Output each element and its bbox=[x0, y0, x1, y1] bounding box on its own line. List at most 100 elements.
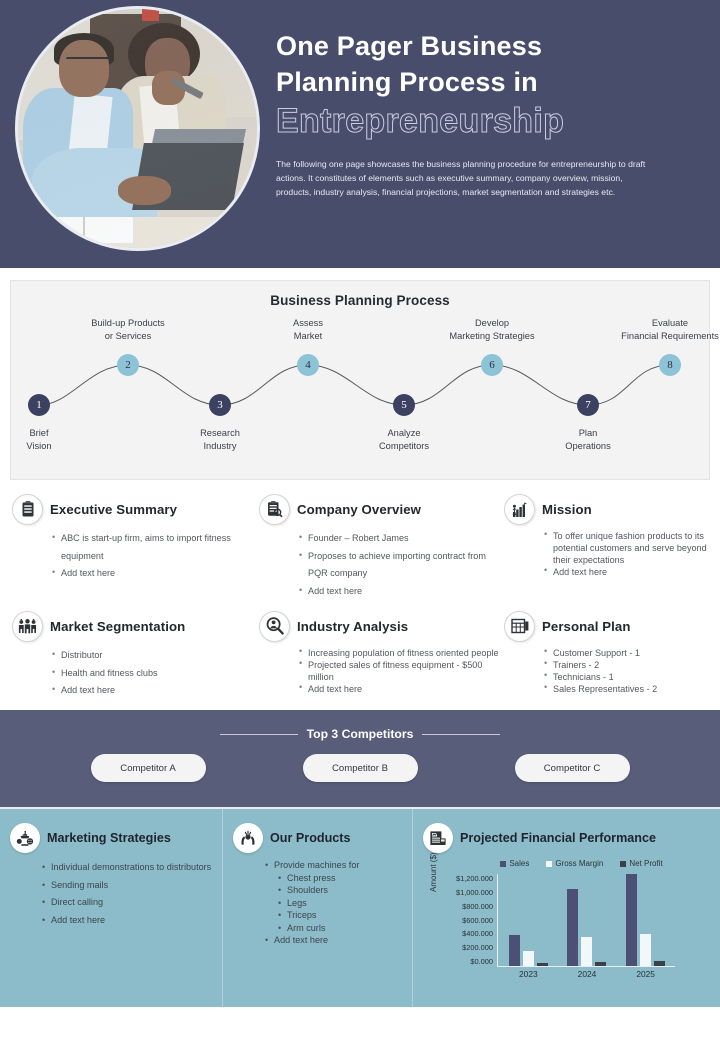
chart-legend: Sales Gross Margin Net Profit bbox=[423, 859, 712, 868]
card-title: Market Segmentation bbox=[50, 618, 186, 634]
page-title-line1: One Pager Business bbox=[276, 31, 543, 61]
legend-label: Gross Margin bbox=[555, 859, 604, 869]
header-description: The following one page showcases the bus… bbox=[276, 158, 646, 197]
legend-label: Net Profit bbox=[629, 859, 663, 869]
list-item: Technicians - 1 bbox=[544, 670, 720, 683]
list-item: ABC is start-up firm, aims to import fit… bbox=[52, 529, 259, 565]
process-node-4[interactable]: 4 bbox=[297, 354, 319, 376]
page-title-line2: Planning Process in bbox=[276, 67, 538, 98]
panel-title: Our Products bbox=[270, 831, 351, 846]
list-item: Provide machines for bbox=[265, 859, 404, 872]
y-tick-label: $0.000 bbox=[470, 957, 493, 966]
hands-care-icon bbox=[233, 823, 263, 854]
card-market-segmentation: Market Segmentation Distributor Health a… bbox=[12, 605, 259, 700]
bar-sales-2025 bbox=[626, 874, 638, 967]
strategy-chess-icon bbox=[10, 823, 40, 854]
process-node-7[interactable]: 7 bbox=[577, 394, 599, 416]
list-item: Increasing population of fitness oriente… bbox=[299, 646, 504, 659]
list-item: Chest press bbox=[278, 872, 404, 885]
bottom-section: Marketing Strategies Individual demonstr… bbox=[0, 807, 720, 1009]
list-item: Individual demonstrations to distributor… bbox=[42, 859, 214, 877]
legend-item-gross-margin: Gross Margin bbox=[546, 859, 603, 868]
list-item: Health and fitness clubs bbox=[52, 664, 259, 683]
chart-plot: Amount ($) $1,200.000$1,000.000$800.000$… bbox=[423, 852, 712, 982]
card-mission: Mission To offer unique fashion products… bbox=[504, 488, 720, 601]
panel-title: Marketing Strategies bbox=[47, 831, 171, 846]
list-item: Sending mails bbox=[42, 877, 214, 895]
business-meeting-photo bbox=[15, 6, 260, 251]
panel-bullets: Provide machines for Chest press Shoulde… bbox=[265, 859, 404, 947]
bar-sales-2023 bbox=[508, 935, 520, 967]
people-group-icon bbox=[12, 610, 43, 642]
competitors-title: Top 3 Competitors bbox=[306, 727, 414, 742]
panel-title: Projected Financial Performance bbox=[460, 831, 656, 846]
clipboard-search-icon bbox=[259, 494, 290, 525]
header-banner: One Pager Business Planning Process in E… bbox=[0, 0, 720, 268]
card-bullets: ABC is start-up firm, aims to import fit… bbox=[52, 529, 259, 583]
list-item: Projected sales of fitness equipment - $… bbox=[299, 658, 504, 683]
y-tick-label: $800.000 bbox=[462, 901, 493, 911]
chart-y-ticks: $1,200.000$1,000.000$800.000$600.000$400… bbox=[437, 874, 493, 966]
panel-marketing-strategies: Marketing Strategies Individual demonstr… bbox=[0, 809, 222, 1007]
y-tick-label: $1,200.000 bbox=[456, 874, 493, 884]
bar-net-profit-2024 bbox=[595, 962, 607, 967]
process-node-1[interactable]: 1 bbox=[28, 394, 50, 416]
competitor-pill-a[interactable]: Competitor A bbox=[90, 754, 206, 783]
card-bullets: Increasing population of fitness oriente… bbox=[299, 646, 504, 695]
list-item: Trainers - 2 bbox=[544, 658, 720, 671]
bar-group-2024 bbox=[567, 874, 607, 967]
card-executive-summary: Executive Summary ABC is start-up firm, … bbox=[12, 488, 259, 601]
bar-group-2025 bbox=[626, 874, 666, 967]
bar-sales-2024 bbox=[567, 889, 579, 967]
growth-chart-icon bbox=[504, 494, 535, 525]
list-item: Add text here bbox=[299, 682, 504, 695]
list-item: Add text here bbox=[544, 565, 720, 578]
divider-left bbox=[219, 733, 298, 735]
card-industry-analysis: Industry Analysis Increasing population … bbox=[259, 605, 504, 700]
card-bullets: Customer Support - 1 Trainers - 2 Techni… bbox=[544, 646, 720, 695]
list-item: Direct calling bbox=[42, 894, 214, 912]
legend-label: Sales bbox=[509, 859, 530, 869]
y-tick-label: $1,000.000 bbox=[456, 887, 493, 897]
list-item: Add text here bbox=[42, 912, 214, 930]
divider-right bbox=[422, 733, 501, 735]
panel-bullets: Individual demonstrations to distributor… bbox=[42, 859, 214, 930]
process-section-title: Business Planning Process bbox=[270, 293, 450, 308]
process-node-6[interactable]: 6 bbox=[481, 354, 503, 376]
list-item: Founder – Robert James bbox=[299, 529, 504, 548]
process-node-2[interactable]: 2 bbox=[117, 354, 139, 376]
card-title: Personal Plan bbox=[542, 618, 631, 634]
list-item: Sales Representatives - 2 bbox=[544, 682, 720, 695]
page-title-outline: Entrepreneurship bbox=[276, 102, 565, 141]
bar-group-2023 bbox=[508, 874, 548, 967]
list-item: Customer Support - 1 bbox=[544, 646, 720, 659]
calendar-table-icon bbox=[504, 610, 535, 642]
process-node-8[interactable]: 8 bbox=[659, 354, 681, 376]
y-tick-label: $400.000 bbox=[462, 929, 493, 939]
legend-item-net-profit: Net Profit bbox=[620, 859, 663, 869]
header-photo-wrap bbox=[0, 0, 270, 268]
card-title: Executive Summary bbox=[50, 502, 178, 517]
list-item: Add text here bbox=[52, 564, 259, 583]
chart-bar-groups bbox=[499, 874, 675, 967]
card-bullets: Distributor Health and fitness clubs Add… bbox=[52, 646, 259, 700]
bar-net-profit-2025 bbox=[654, 960, 666, 967]
process-node-3[interactable]: 3 bbox=[209, 394, 231, 416]
list-item: Arm curls bbox=[278, 922, 404, 935]
competitor-pill-c[interactable]: Competitor C bbox=[514, 754, 630, 783]
card-title: Mission bbox=[542, 502, 592, 517]
competitor-pill-b[interactable]: Competitor B bbox=[302, 754, 418, 783]
legend-swatch bbox=[500, 860, 507, 867]
process-node-5[interactable]: 5 bbox=[393, 394, 415, 416]
